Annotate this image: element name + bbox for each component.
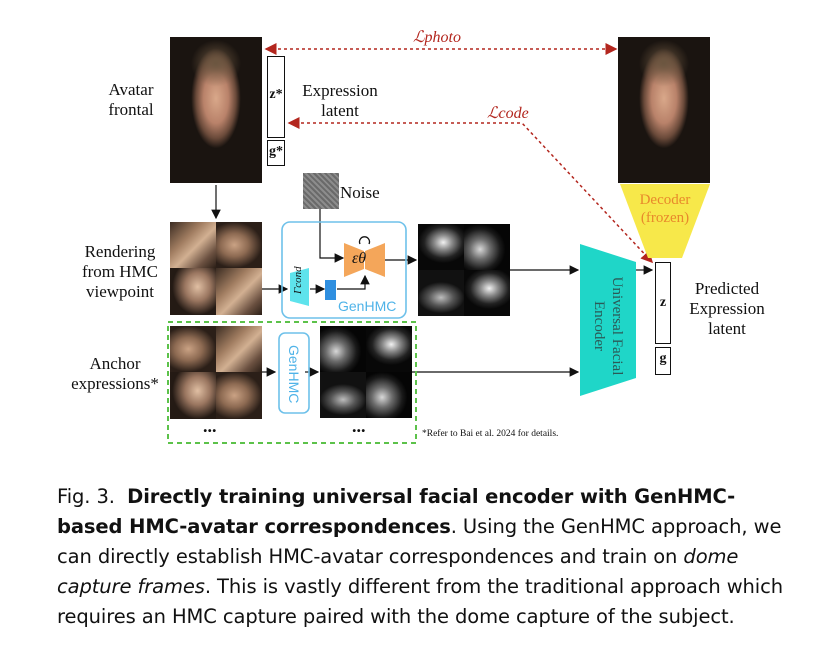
avatar-frontal-line: frontal	[108, 100, 154, 119]
footnote: *Refer to Bai et al. 2024 for details.	[422, 429, 559, 439]
caption-italic: dome capture frames	[57, 545, 739, 598]
noise-label: Noise	[340, 183, 380, 202]
eps-theta-label: εθ	[352, 250, 367, 267]
output-ellipsis: ...	[352, 416, 366, 436]
anchor-line: Anchor	[89, 354, 141, 373]
hmc-render-tile	[170, 222, 216, 268]
decoder-block	[620, 184, 710, 258]
encoder-label: Universal Facial Encoder	[590, 266, 626, 386]
gamma-output-block	[325, 280, 336, 300]
latent-g-star-box: g*	[267, 140, 285, 166]
avatar-frontal-line: Avatar	[108, 80, 154, 99]
universal-encoder-block	[580, 244, 636, 396]
anchor-tile	[170, 372, 216, 419]
predicted-g-label: g	[659, 351, 667, 366]
anchor-tile	[216, 372, 262, 419]
decoder-line: (frozen)	[640, 210, 690, 226]
noise-image	[303, 173, 339, 209]
latent-z-star-box: z*	[267, 56, 285, 138]
encoder-line: Encoder	[591, 301, 607, 351]
genhmc-box	[281, 221, 407, 319]
eps-left-block	[344, 243, 364, 277]
anchor-expressions-grid	[170, 326, 262, 419]
eps-right-block	[365, 243, 385, 277]
expression-latent-label: Expression latent	[290, 81, 390, 121]
diagram-connectors	[167, 43, 710, 444]
predicted-line: latent	[708, 319, 746, 338]
expression-latent-line: Expression	[302, 81, 378, 100]
anchor-tile	[216, 326, 262, 372]
decoder-label: Decoder (frozen)	[625, 191, 705, 227]
gray-output-tile	[366, 326, 412, 372]
anchor-tile	[170, 326, 216, 372]
avatar-frontal-label: Avatar frontal	[96, 80, 166, 120]
encoder-line: Universal Facial	[609, 276, 625, 376]
predicted-g-box: g	[655, 347, 671, 375]
gamma-cond-block	[290, 268, 309, 306]
genhmc-label: GenHMC	[338, 298, 397, 314]
loss-photo-label: ℒphoto	[413, 29, 461, 46]
avatar-frontal-image	[170, 37, 262, 183]
block-to-eps-arrow	[337, 274, 370, 290]
predicted-z-label: z	[659, 295, 667, 310]
noise-to-eps-arrow	[319, 208, 345, 263]
hmc-render-tile	[216, 222, 262, 268]
predicted-label: Predicted Expression latent	[672, 279, 782, 339]
gray-output-tile	[418, 270, 464, 316]
loss-code-label: ℒcode	[487, 105, 529, 122]
rendering-line: Rendering	[84, 242, 156, 261]
gray-output-tile	[320, 372, 366, 418]
anchor-ellipsis: ...	[203, 416, 217, 436]
anchor-line: expressions*	[71, 374, 159, 393]
rendering-line: viewpoint	[86, 282, 154, 301]
caption-prefix: Fig. 3.	[57, 485, 115, 508]
gamma-cond-label: Γcond	[292, 266, 304, 294]
latent-z-star-label: z*	[269, 87, 283, 102]
gray-output-tile	[464, 270, 510, 316]
genhmc-output-grid	[418, 224, 510, 316]
caption-text-1: . Using the GenHMC approach, we can dire…	[57, 515, 782, 568]
gray-output-tile	[366, 372, 412, 418]
decoder-line: Decoder	[639, 192, 691, 208]
decoded-avatar-image	[618, 37, 710, 183]
caption-text-2: . This is vastly different from the trad…	[57, 575, 784, 628]
anchor-label: Anchor expressions*	[60, 354, 170, 394]
gray-output-tile	[464, 224, 510, 270]
rendering-label: Rendering from HMC viewpoint	[74, 242, 166, 302]
gray-output-tile	[418, 224, 464, 270]
expression-latent-line: latent	[321, 101, 359, 120]
eps-loop-icon	[358, 236, 371, 245]
hmc-render-tile	[170, 268, 216, 315]
rendering-line: from HMC	[81, 262, 159, 281]
hmc-render-tile	[216, 268, 262, 315]
genhmc-vertical-box	[278, 332, 310, 414]
genhmc-vertical-label: GenHMC	[286, 345, 302, 404]
anchor-group-box	[167, 321, 417, 444]
caption-bold: Directly training universal facial encod…	[57, 485, 736, 538]
gray-output-tile	[320, 326, 366, 372]
anchor-output-grid	[320, 326, 412, 418]
predicted-line: Expression	[689, 299, 765, 318]
predicted-z-box: z	[655, 262, 671, 344]
latent-g-star-label: g*	[269, 144, 283, 159]
hmc-render-grid	[170, 222, 262, 315]
figure-caption: Fig. 3. Directly training universal faci…	[57, 482, 797, 632]
predicted-line: Predicted	[694, 279, 760, 298]
